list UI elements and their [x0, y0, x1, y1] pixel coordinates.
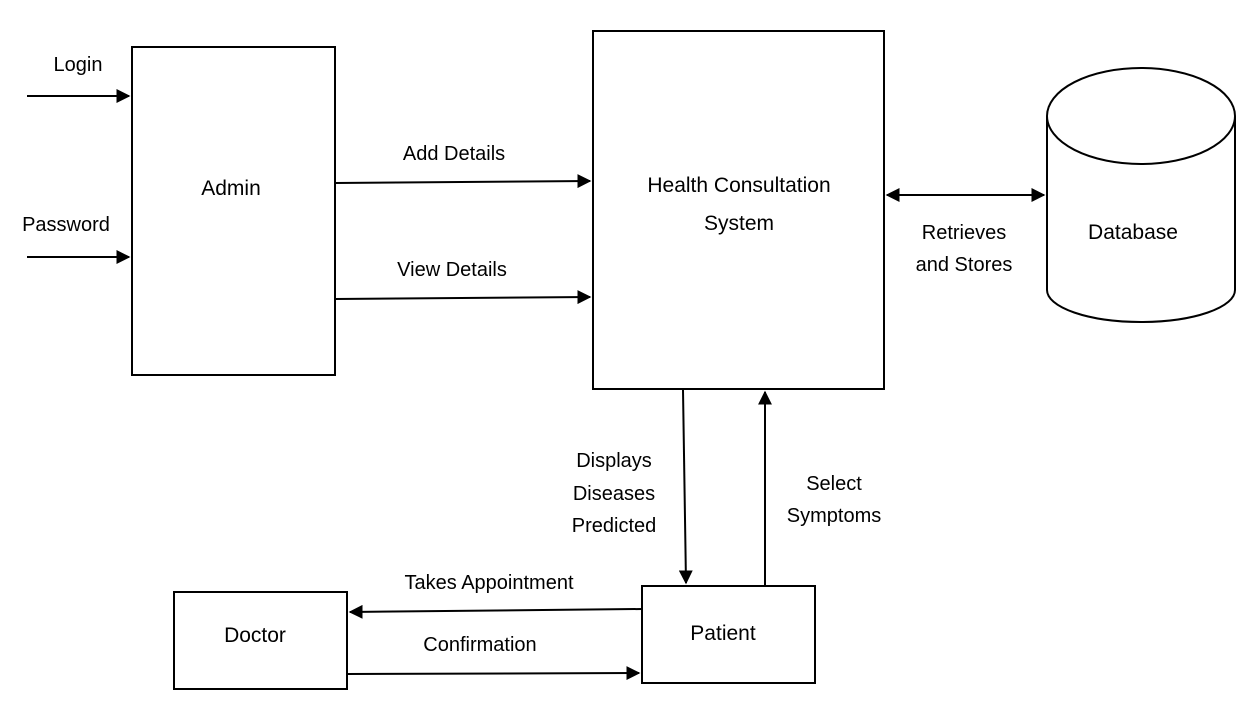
displays-label-line2: Diseases — [573, 483, 655, 505]
select-label-line1: Select — [806, 473, 862, 495]
database-label: Database — [1088, 221, 1178, 244]
doctor-box — [173, 591, 348, 690]
password-label: Password — [22, 214, 110, 236]
admin-label: Admin — [201, 177, 261, 200]
confirmation-arrow — [346, 666, 641, 681]
add-details-arrow — [334, 174, 592, 189]
select-label-line2: Symptoms — [787, 505, 881, 527]
system-label-line1: Health Consultation — [647, 174, 830, 197]
admin-node: Admin — [131, 46, 336, 376]
confirmation-label: Confirmation — [423, 634, 536, 656]
displays-diseases-arrow — [678, 389, 693, 585]
login-label: Login — [54, 54, 103, 76]
retrieves-label-line1: Retrieves — [922, 222, 1006, 244]
database-cylinder-body — [1046, 116, 1236, 323]
doctor-label: Doctor — [224, 624, 286, 647]
patient-label: Patient — [690, 622, 756, 645]
system-box — [592, 30, 885, 390]
displays-label-line1: Displays — [576, 450, 652, 472]
database-node: Database — [1046, 67, 1236, 323]
database-cylinder-top — [1046, 67, 1236, 165]
add-details-label: Add Details — [403, 143, 505, 165]
admin-box — [131, 46, 336, 376]
patient-node: Patient — [641, 585, 816, 684]
takes-appointment-arrow — [348, 604, 643, 619]
view-details-label: View Details — [397, 259, 507, 281]
takes-appointment-label: Takes Appointment — [405, 572, 574, 594]
doctor-node: Doctor — [173, 591, 348, 690]
view-details-arrow — [334, 290, 592, 305]
system-node: Health Consultation System — [592, 30, 885, 390]
patient-box — [641, 585, 816, 684]
system-label-line2: System — [704, 212, 774, 235]
displays-label-line3: Predicted — [572, 515, 657, 537]
retrieves-label-line2: and Stores — [916, 254, 1013, 276]
